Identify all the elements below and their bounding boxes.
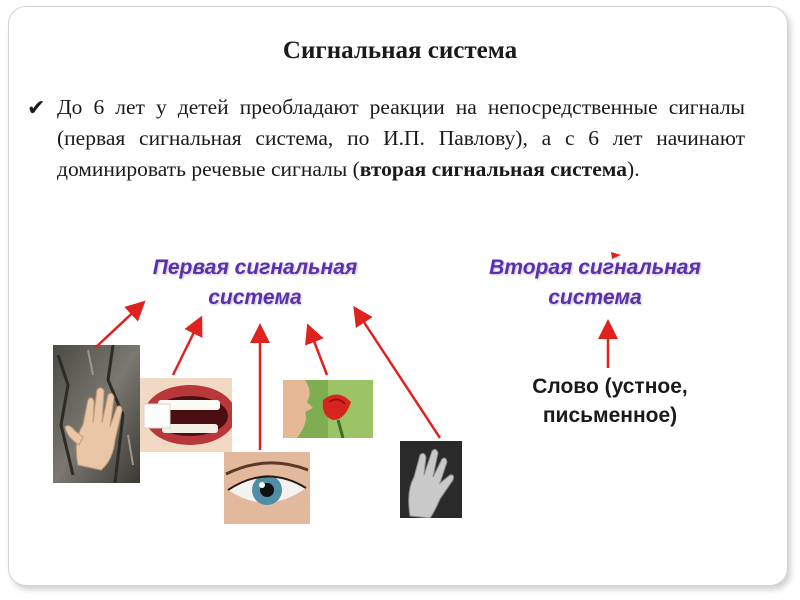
arrow-taste xyxy=(171,315,203,376)
mouth-with-sugar-image xyxy=(140,378,232,452)
word-line1: Слово (устное, xyxy=(532,375,688,398)
word-line2: письменное) xyxy=(542,404,678,427)
bullet-text-part2: ). xyxy=(627,157,640,181)
first-system-line1: Первая сигнальная xyxy=(152,256,358,279)
second-signal-system-heading: Вторая сигнальная система xyxy=(445,253,745,313)
first-system-line2: система xyxy=(208,286,302,309)
slide-frame xyxy=(8,6,788,586)
arrow-touch xyxy=(94,300,146,349)
arrow-tip-decoration xyxy=(611,252,621,259)
slide-title: Сигнальная система xyxy=(282,37,518,64)
bullet-text: До 6 лет у детей преобладают реакции на … xyxy=(57,92,745,185)
arrow-smell xyxy=(305,323,329,376)
hand-palm-image xyxy=(400,441,462,518)
bullet-paragraph: ✔ До 6 лет у детей преобладают реакции н… xyxy=(27,92,745,185)
first-signal-system-heading: Первая сигнальная система xyxy=(105,253,405,313)
bullet-text-bold: вторая сигнальная система xyxy=(359,157,628,181)
word-label: Слово (устное, письменное) xyxy=(480,372,740,430)
second-system-line1: Вторая сигнальная xyxy=(489,256,701,279)
check-mark-icon: ✔ xyxy=(27,95,46,120)
second-system-line2: система xyxy=(548,286,642,309)
arrow-hearing xyxy=(353,305,442,439)
eye-image xyxy=(224,452,310,524)
hand-on-bark-image xyxy=(53,345,140,483)
smelling-flower-image xyxy=(283,380,373,438)
bullet-text-part1: До 6 лет у детей преобладают реакции на … xyxy=(57,95,745,181)
